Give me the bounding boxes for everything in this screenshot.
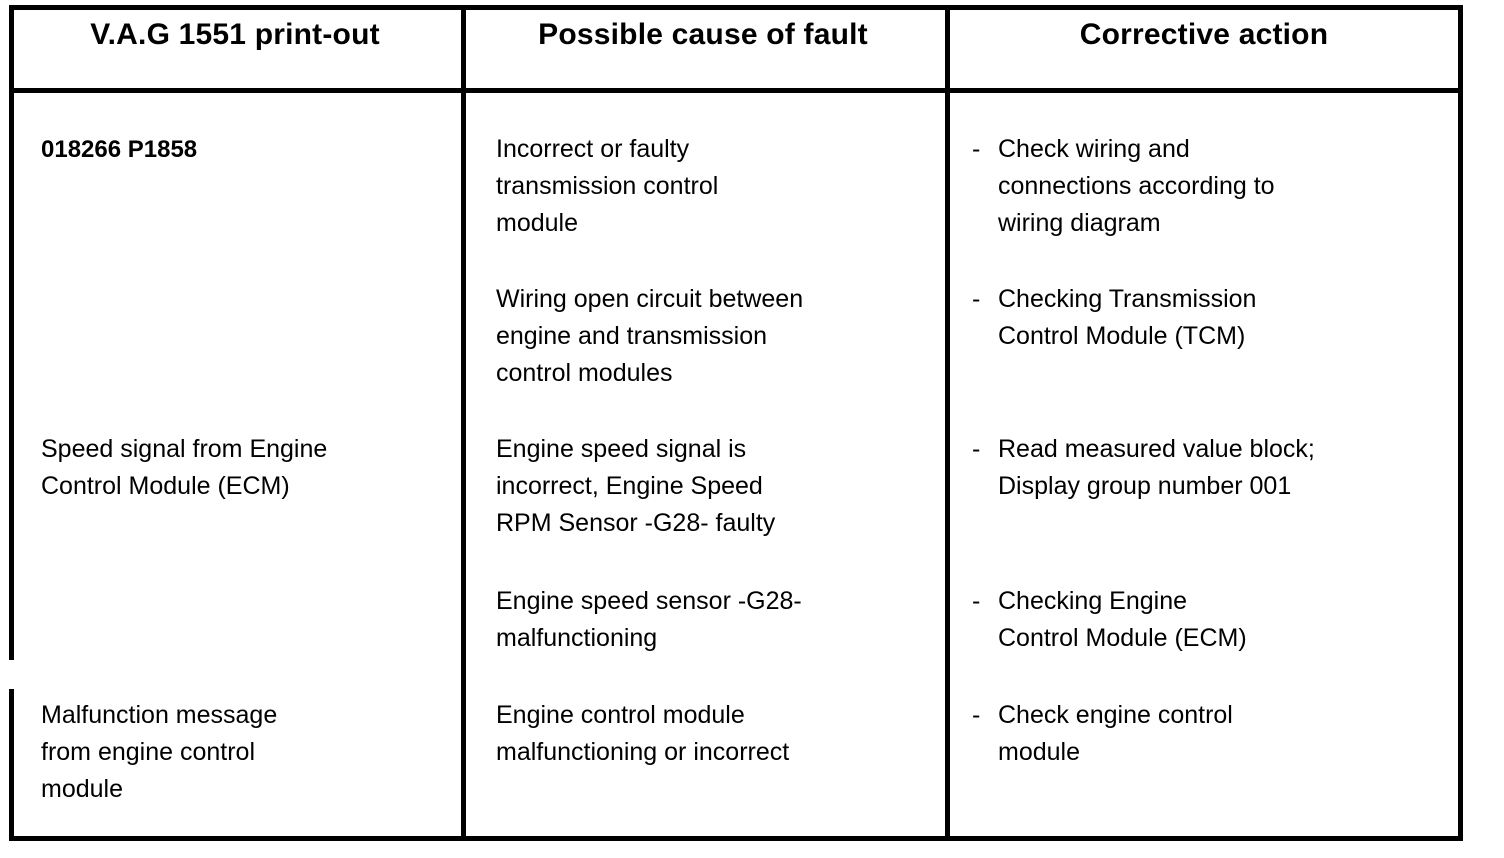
table-header-cell-cause: Possible cause of fault (461, 10, 945, 88)
table-cell-bullet: - Checking Engine Control Module (ECM) (972, 583, 1247, 657)
table-cell-text: 018266 P1858 (41, 136, 198, 163)
table-header-label-action: Corrective action (1079, 18, 1329, 51)
table-cell-text: Engine speed sensor -G28- malfunctioning (496, 587, 802, 652)
table-header-label-cause: Possible cause of fault (538, 18, 868, 51)
table-cell-bullet: - Check engine control module (972, 697, 1233, 771)
table-cell-bullet: - Check wiring and connections according… (972, 131, 1275, 242)
table-header-cell-action: Corrective action (945, 10, 1463, 88)
table-cell-text: Check engine control module (998, 701, 1233, 766)
table-header-cell-printout: V.A.G 1551 print-out (9, 10, 461, 88)
table-cell-text: Speed signal from Engine Control Module … (41, 435, 328, 500)
table-header-separator (9, 88, 1463, 93)
table-column-cause: Incorrect or faulty transmission control… (466, 93, 945, 836)
table-cell-text: Checking Transmission Control Module (TC… (998, 285, 1257, 350)
table-border-left-upper (9, 5, 14, 660)
table-border-left-lower (9, 689, 14, 841)
table-border-top (9, 5, 1463, 10)
table-border-bottom (9, 836, 1463, 841)
table-column-printout: 018266 P1858 Speed signal from Engine Co… (9, 93, 461, 836)
table-cell-text: Checking Engine Control Module (ECM) (998, 587, 1247, 652)
fault-table: V.A.G 1551 print-out Possible cause of f… (9, 5, 1463, 841)
dash-bullet-icon: - (972, 135, 981, 163)
table-column-divider-2 (945, 5, 950, 841)
table-cell-text: Wiring open circuit between engine and t… (496, 285, 804, 387)
table-cell-bullet: - Checking Transmission Control Module (… (972, 281, 1256, 355)
table-cell-text: Engine control module malfunctioning or … (496, 701, 790, 766)
table-cell-text: Engine speed signal is incorrect, Engine… (496, 435, 776, 537)
table-header-label-printout: V.A.G 1551 print-out (90, 18, 380, 51)
table-cell-bullet: - Read measured value block; Display gro… (972, 431, 1315, 505)
table-cell-text: Check wiring and connections according t… (998, 135, 1275, 237)
table-column-divider-1 (461, 5, 466, 841)
table-cell-text: Read measured value block; Display group… (998, 435, 1315, 500)
table-header-row: V.A.G 1551 print-out Possible cause of f… (9, 10, 1463, 88)
table-column-action: - Check wiring and connections according… (950, 93, 1463, 836)
table-cell-text: Incorrect or faulty transmission control… (496, 135, 719, 237)
table-cell-text: Malfunction message from engine control … (41, 701, 278, 803)
table-body: 018266 P1858 Speed signal from Engine Co… (9, 93, 1463, 836)
dash-bullet-icon: - (972, 701, 981, 729)
table-border-right (1458, 5, 1463, 841)
dash-bullet-icon: - (972, 587, 981, 615)
dash-bullet-icon: - (972, 285, 981, 313)
dash-bullet-icon: - (972, 435, 981, 463)
